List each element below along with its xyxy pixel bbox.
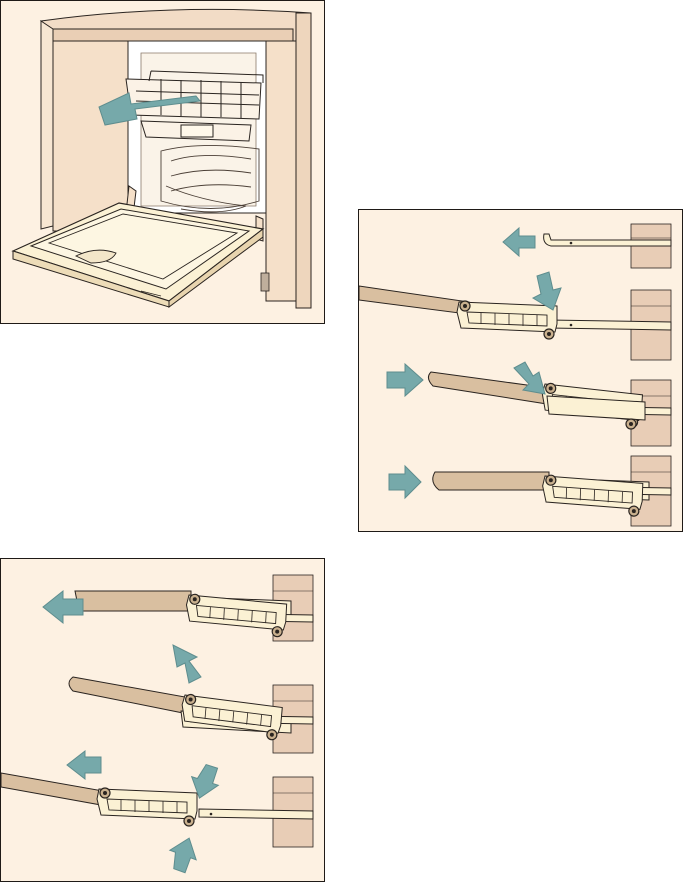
figure-rail-insertion [358,209,683,532]
arrow-down-icon [533,272,561,310]
figure-rail-removal [0,558,325,882]
rail-removal-illustration [1,559,325,882]
arrow-left-icon [67,751,101,779]
step-4 [389,456,671,526]
step-3 [387,362,671,446]
arrow-right-icon [387,364,423,396]
step-2 [69,645,313,753]
rail-insertion-illustration [359,210,683,532]
figure-basket-removal [0,0,325,324]
step-1 [503,224,671,268]
arrow-up-icon [173,645,201,683]
dishwasher-illustration [1,1,325,324]
step-3 [1,751,313,875]
arrow-left-icon [503,228,535,256]
step-1 [43,575,313,641]
arrow-up-icon [164,833,202,875]
arrow-right-icon [389,466,421,498]
step-2 [359,272,671,360]
